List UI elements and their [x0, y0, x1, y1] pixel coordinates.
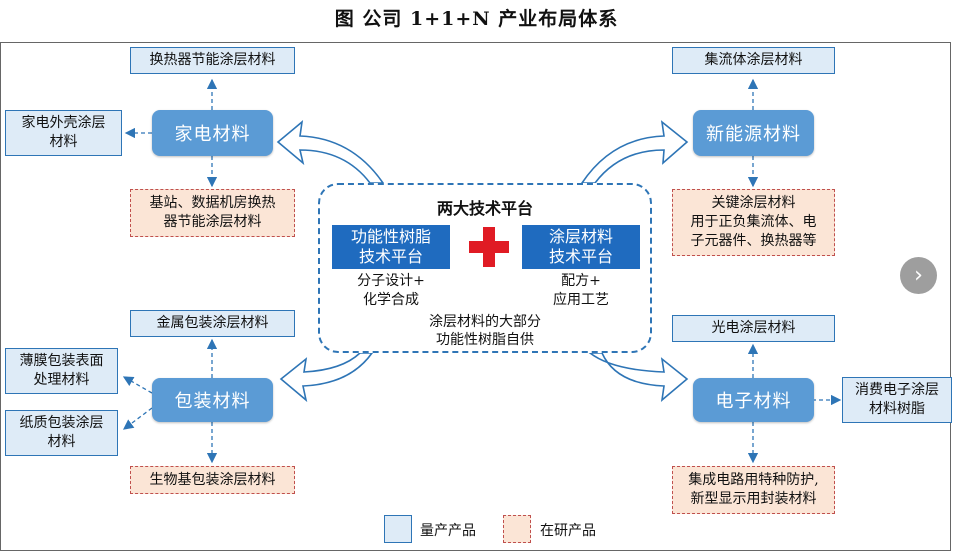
- category-packaging: 包装材料: [152, 378, 273, 422]
- legend-research-swatch: [503, 515, 531, 543]
- next-arrow-icon[interactable]: ›: [900, 257, 937, 294]
- resin-platform: 功能性树脂 技术平台: [332, 225, 450, 269]
- legend-research-label: 在研产品: [540, 523, 596, 539]
- coating-platform: 涂层材料 技术平台: [522, 225, 640, 269]
- curved-arrow-appliance: [276, 120, 385, 184]
- resin-platform-desc: 分子设计+ 化学合成: [357, 273, 425, 308]
- product-metal-pack: 金属包装涂层材料: [130, 310, 295, 337]
- legend-mass-label: 量产产品: [420, 523, 476, 539]
- research-key-coating: 关键涂层材料 用于正负集流体、电 子元器件、换热器等: [672, 189, 835, 256]
- research-base-station: 基站、数据机房换热 器节能涂层材料: [130, 189, 295, 237]
- research-ic-protect: 集成电路用特种防护, 新型显示用封装材料: [672, 466, 835, 514]
- category-appliance: 家电材料: [152, 110, 273, 156]
- product-collector: 集流体涂层材料: [672, 47, 835, 74]
- product-consumer-electronics: 消费电子涂层 材料树脂: [842, 377, 952, 423]
- link-packaging-paper: [122, 407, 153, 430]
- tech-platform-panel: 两大技术平台 功能性树脂 技术平台 涂层材料 技术平台 分子设计+ 化学合成 配…: [318, 183, 652, 353]
- diagram-frame: [0, 42, 951, 551]
- research-bio-pack: 生物基包装涂层材料: [130, 466, 295, 494]
- category-new-energy: 新能源材料: [693, 110, 814, 156]
- product-film-pack: 薄膜包装表面 处理材料: [5, 348, 118, 394]
- resin-supply-note: 涂层材料的大部分 功能性树脂自供: [429, 314, 541, 348]
- curved-arrow-newenergy: [580, 120, 689, 184]
- legend-mass-swatch: [384, 515, 412, 543]
- category-electronics: 电子材料: [693, 378, 814, 422]
- product-optoelectronic: 光电涂层材料: [672, 315, 835, 342]
- page-title: 图 公司 1+1+N 产业布局体系: [334, 8, 619, 30]
- curved-arrow-electronics: [587, 352, 689, 402]
- platform-title: 两大技术平台: [436, 199, 533, 218]
- plus-icon: [469, 227, 509, 267]
- curved-arrow-packaging: [279, 352, 374, 403]
- product-heat-exchanger: 换热器节能涂层材料: [130, 47, 295, 74]
- product-paper-pack: 纸质包装涂层 材料: [5, 410, 118, 456]
- product-appliance-shell: 家电外壳涂层 材料: [5, 110, 122, 156]
- coating-platform-desc: 配方+ 应用工艺: [553, 273, 609, 308]
- link-packaging-film: [122, 376, 153, 394]
